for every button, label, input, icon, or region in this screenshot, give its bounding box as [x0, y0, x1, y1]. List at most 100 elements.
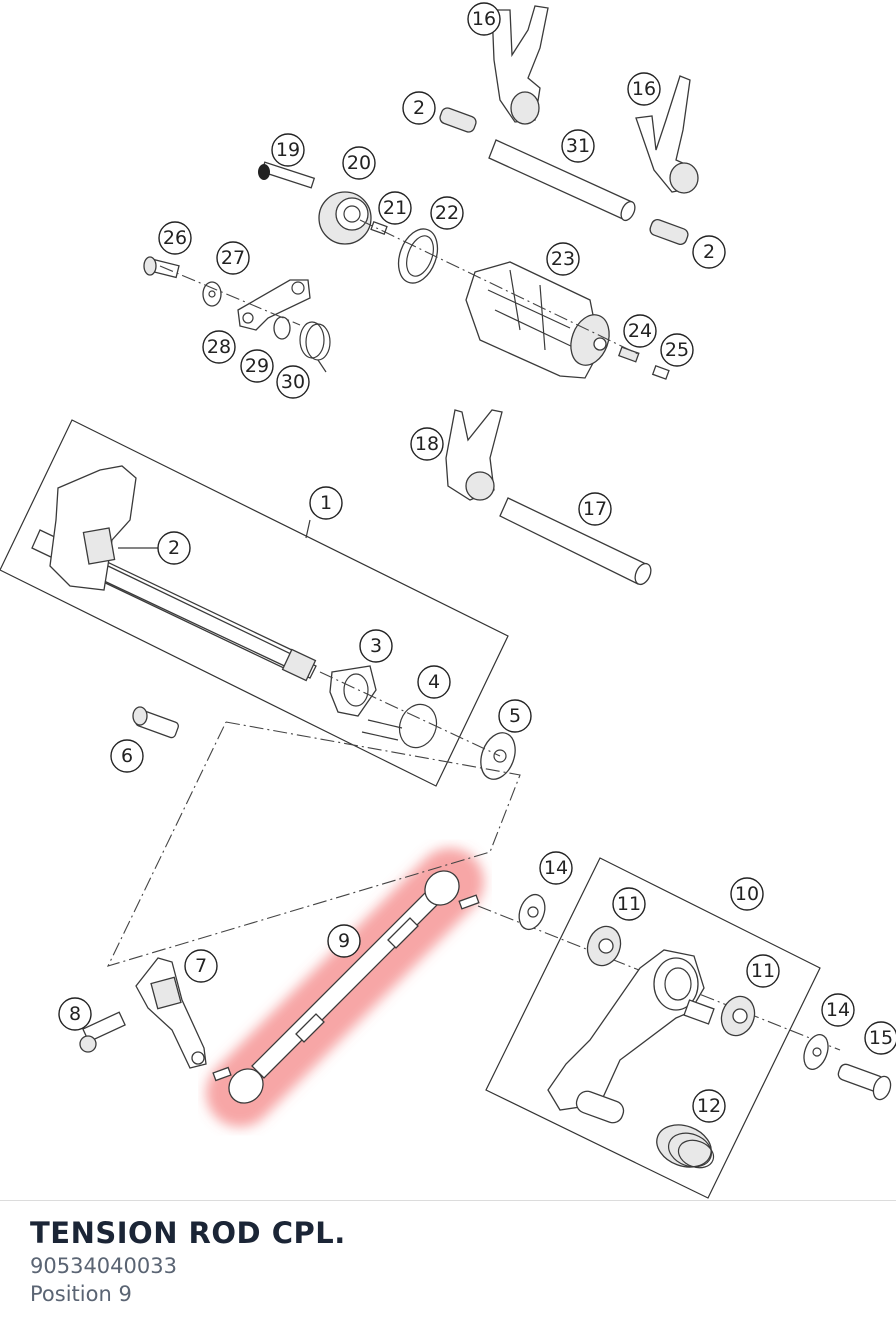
svg-text:14: 14 — [826, 999, 850, 1021]
tension-rod-9 — [212, 870, 480, 1104]
pin-6 — [132, 706, 179, 739]
svg-text:11: 11 — [751, 960, 775, 982]
bearing-11-left — [586, 925, 622, 967]
svg-text:9: 9 — [338, 930, 350, 952]
callout-21[interactable]: 21 — [378, 191, 412, 225]
spring-12 — [656, 1124, 715, 1169]
callout-12[interactable]: 12 — [692, 1089, 726, 1123]
bolt-19 — [258, 161, 316, 189]
callout-4[interactable]: 4 — [417, 665, 451, 699]
callout-11-left[interactable]: 11 — [612, 887, 646, 921]
svg-text:16: 16 — [472, 8, 496, 30]
callout-9[interactable]: 9 — [327, 924, 361, 958]
callout-22[interactable]: 22 — [430, 196, 464, 230]
svg-text:2: 2 — [703, 241, 715, 263]
callout-5[interactable]: 5 — [498, 699, 532, 733]
callout-3[interactable]: 3 — [359, 629, 393, 663]
svg-text:28: 28 — [207, 336, 231, 358]
frame-assembly-10 — [485, 857, 821, 1199]
svg-text:8: 8 — [69, 1003, 81, 1025]
callout-11-right[interactable]: 11 — [746, 954, 780, 988]
svg-text:14: 14 — [544, 857, 568, 879]
callout-30[interactable]: 30 — [276, 365, 310, 399]
svg-text:16: 16 — [632, 78, 656, 100]
svg-text:19: 19 — [276, 139, 300, 161]
callout-27[interactable]: 27 — [216, 241, 250, 275]
bolt-8 — [79, 1011, 126, 1053]
svg-text:4: 4 — [428, 671, 440, 693]
axis-line-top-drum — [359, 219, 641, 356]
ring-22 — [397, 228, 439, 284]
axis-line-top-left — [159, 265, 301, 326]
callout-20[interactable]: 20 — [342, 146, 376, 180]
callout-24[interactable]: 24 — [623, 314, 657, 348]
spring-clip-4 — [361, 703, 438, 749]
callout-2-right[interactable]: 2 — [692, 235, 726, 269]
rod-31 — [488, 139, 636, 222]
callout-16-right[interactable]: 16 — [627, 72, 661, 106]
svg-text:20: 20 — [347, 152, 371, 174]
svg-text:5: 5 — [509, 705, 521, 727]
callout-28[interactable]: 28 — [202, 330, 236, 364]
shift-drum-23 — [465, 261, 610, 379]
part-number: 90534040033 — [30, 1254, 177, 1278]
callout-2-top[interactable]: 2 — [402, 91, 436, 125]
pin-25 — [651, 365, 670, 380]
star-wheel-20 — [318, 191, 372, 245]
lever-7 — [135, 957, 207, 1069]
spring-2-right — [649, 219, 689, 245]
callout-14-right[interactable]: 14 — [821, 993, 855, 1027]
callout-8[interactable]: 8 — [58, 997, 92, 1031]
callout-18[interactable]: 18 — [410, 427, 444, 461]
divider — [0, 1200, 896, 1201]
svg-text:3: 3 — [370, 635, 382, 657]
svg-text:24: 24 — [628, 320, 652, 342]
callout-17[interactable]: 17 — [578, 492, 612, 526]
bolt-26 — [143, 256, 180, 279]
part-info: TENSION ROD CPL. 90534040033 Position 9 — [30, 1216, 346, 1306]
svg-text:2: 2 — [168, 537, 180, 559]
washer-14-left — [518, 893, 546, 931]
callout-14-left[interactable]: 14 — [539, 851, 573, 885]
callout-7[interactable]: 7 — [184, 949, 218, 983]
fork-16-top — [491, 5, 549, 125]
callout-26[interactable]: 26 — [158, 221, 192, 255]
callout-1[interactable]: 1 — [309, 486, 343, 520]
svg-text:25: 25 — [665, 339, 689, 361]
callout-19[interactable]: 19 — [271, 133, 305, 167]
circlip-3 — [329, 665, 377, 717]
callout-29[interactable]: 29 — [240, 349, 274, 383]
svg-text:2: 2 — [413, 97, 425, 119]
svg-text:30: 30 — [281, 371, 305, 393]
lever-28 — [237, 279, 311, 331]
washer-14-right — [803, 1034, 829, 1070]
rod-17 — [499, 497, 652, 586]
callout-16-top[interactable]: 16 — [467, 2, 501, 36]
callout-2-shaft[interactable]: 2 — [157, 531, 191, 565]
exploded-parts-diagram: 16 2 16 31 19 20 21 22 2 26 27 23 24 25 … — [0, 2, 896, 1199]
callout-31[interactable]: 31 — [561, 129, 595, 163]
shift-lever-10 — [547, 949, 715, 1124]
fork-18 — [445, 409, 503, 501]
callout-15[interactable]: 15 — [864, 1021, 896, 1055]
callout-10[interactable]: 10 — [730, 877, 764, 911]
bearing-11-right — [720, 995, 756, 1037]
svg-text:22: 22 — [435, 202, 459, 224]
callout-25[interactable]: 25 — [660, 333, 694, 367]
svg-text:26: 26 — [163, 227, 187, 249]
washer-27 — [202, 281, 222, 307]
axis-line-shaft — [319, 671, 501, 757]
svg-text:17: 17 — [583, 498, 607, 520]
bolt-15 — [837, 1063, 892, 1101]
svg-text:18: 18 — [415, 433, 439, 455]
svg-text:27: 27 — [221, 247, 245, 269]
washer-5 — [480, 732, 516, 780]
svg-text:21: 21 — [383, 197, 407, 219]
svg-text:23: 23 — [551, 248, 575, 270]
frame-assembly-1 — [0, 419, 509, 787]
callout-6[interactable]: 6 — [110, 739, 144, 773]
callout-23[interactable]: 23 — [546, 242, 580, 276]
svg-text:7: 7 — [195, 955, 207, 977]
spring-30 — [299, 321, 331, 373]
svg-text:15: 15 — [869, 1027, 893, 1049]
